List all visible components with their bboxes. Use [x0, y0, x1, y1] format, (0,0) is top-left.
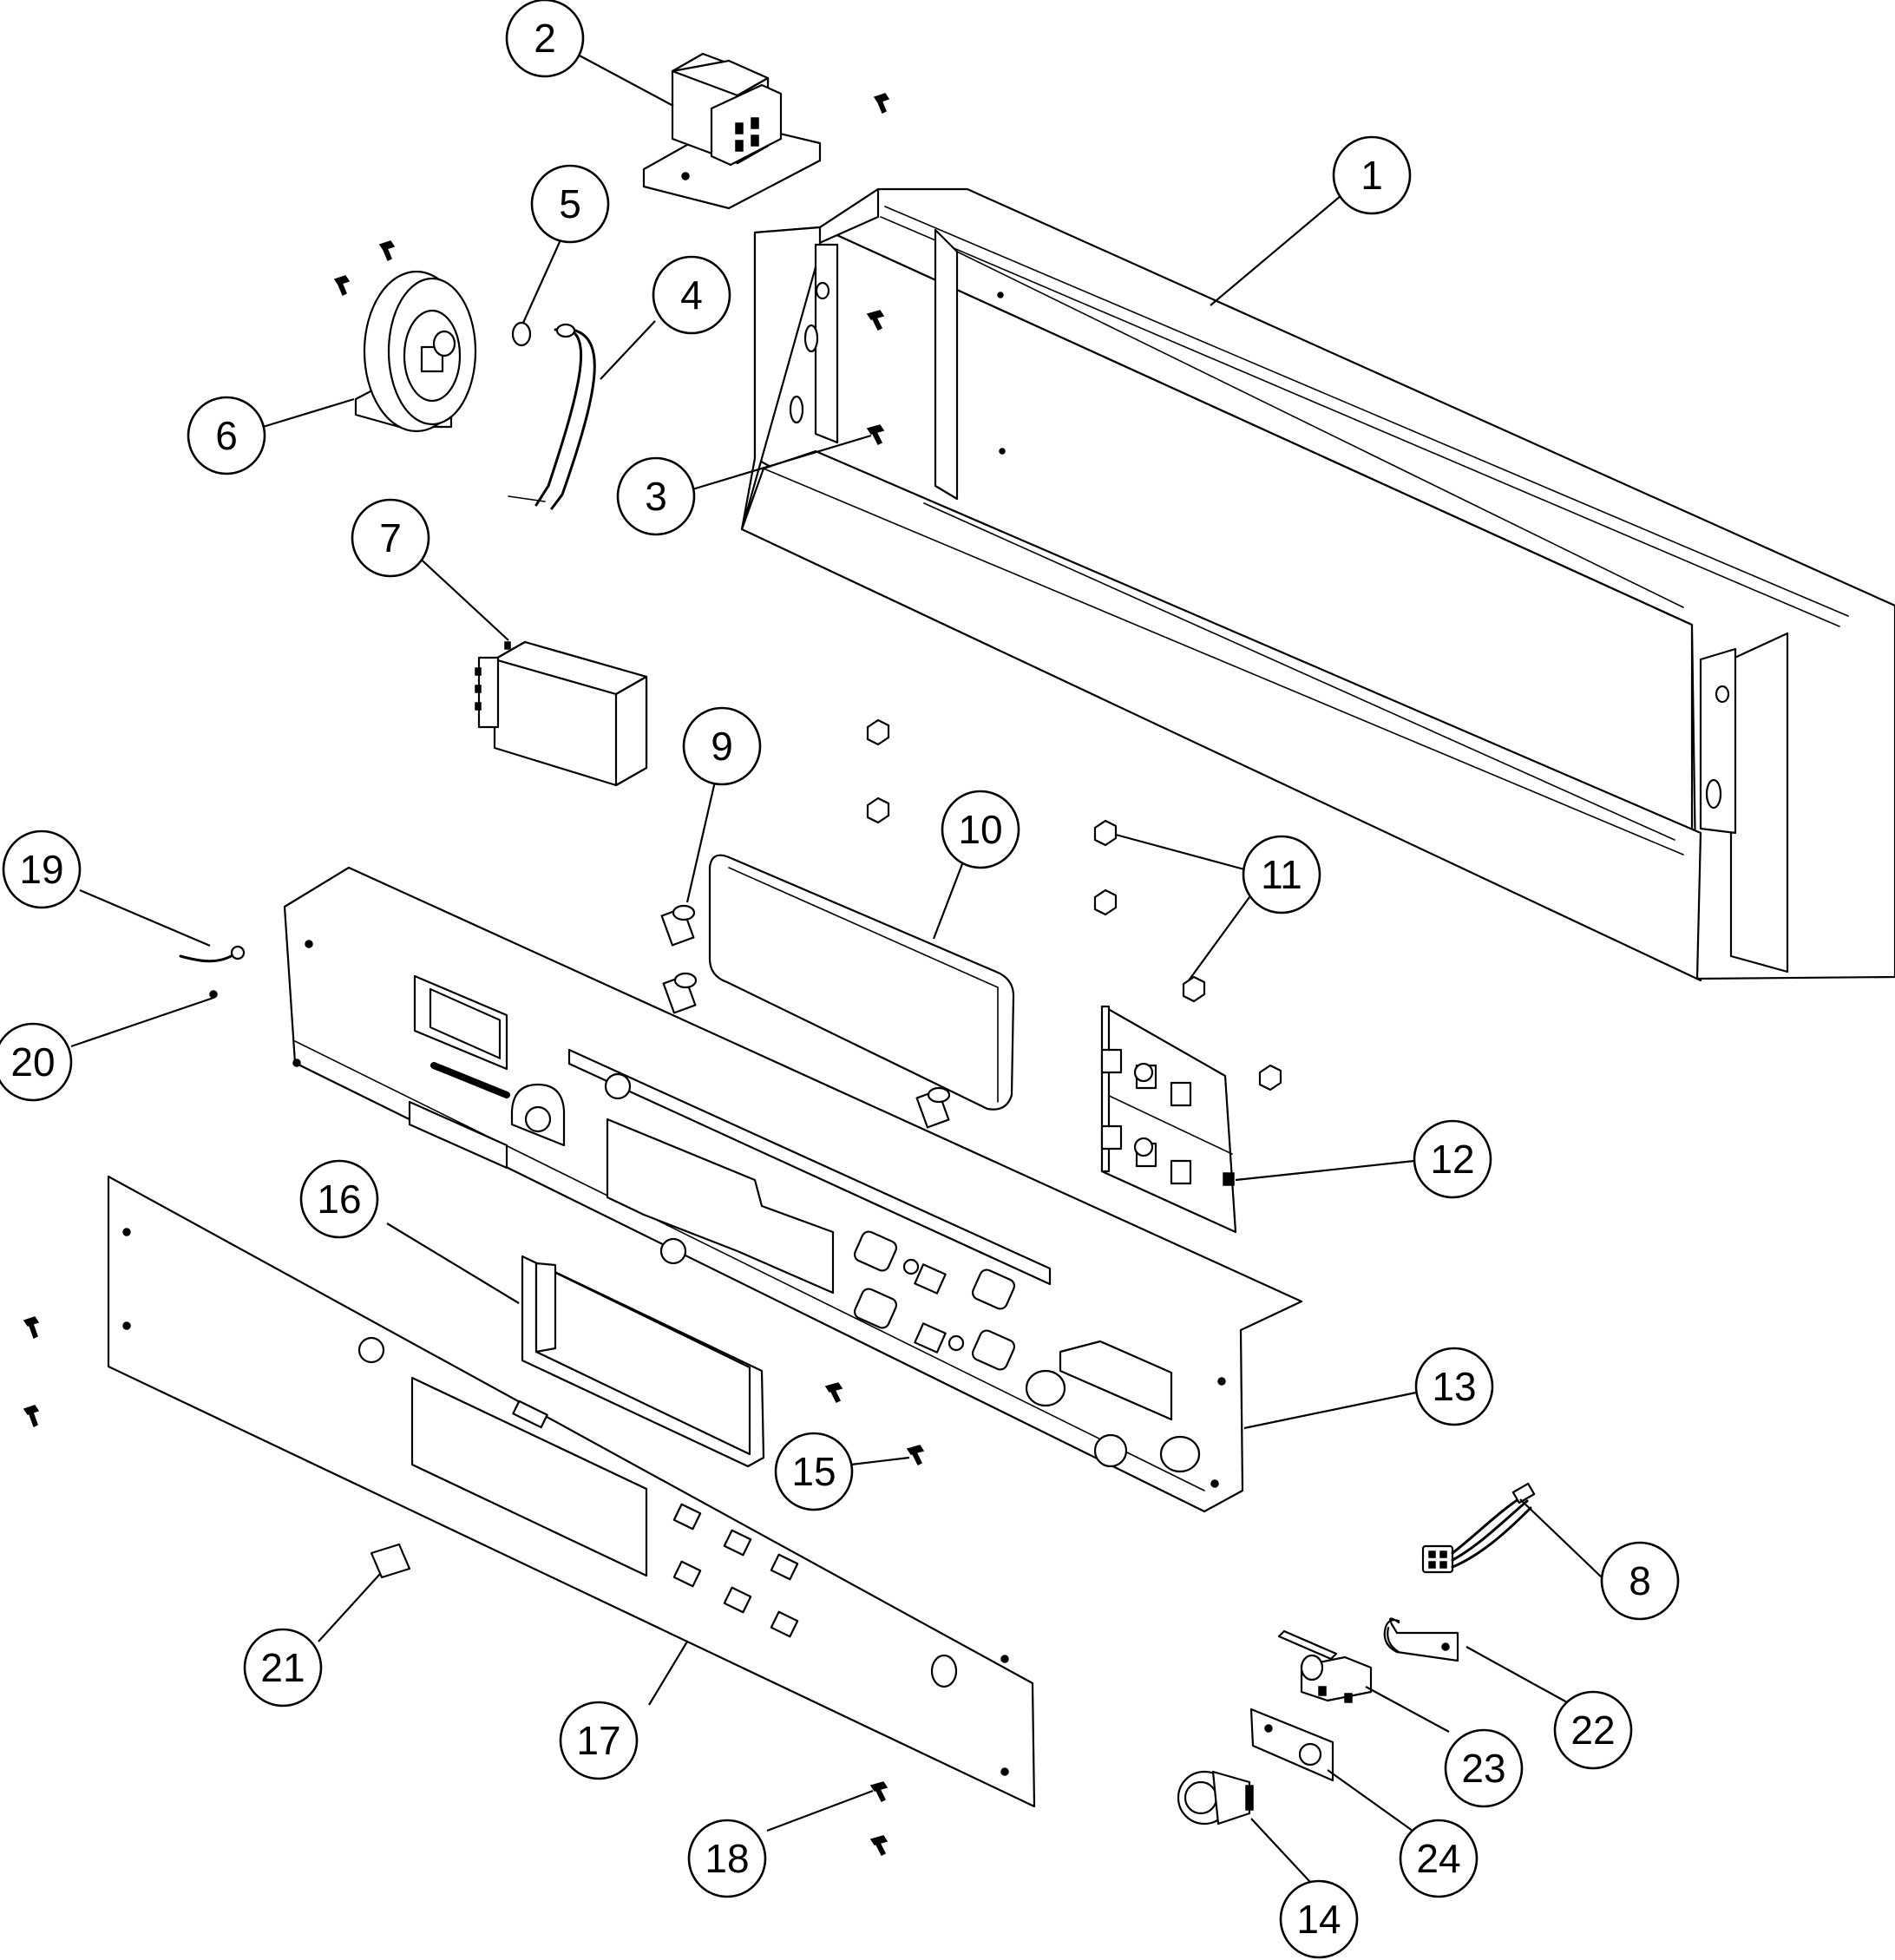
- callout-10: 10: [941, 790, 1020, 869]
- part-nuts: [866, 718, 1282, 1091]
- callout-20: 20: [0, 1022, 73, 1102]
- screw-icon: [23, 1316, 40, 1340]
- callout-7: 7: [351, 498, 430, 578]
- svg-text:15: 15: [791, 1449, 836, 1494]
- callout-12: 12: [1413, 1119, 1492, 1199]
- part-relay: [475, 640, 648, 787]
- callout-6: 6: [187, 396, 266, 475]
- callout-11: 11: [1242, 835, 1321, 914]
- callout-14: 14: [1279, 1879, 1359, 1959]
- part-switch-assembly: [1100, 1005, 1237, 1234]
- part-screws: [23, 93, 925, 1857]
- svg-text:7: 7: [379, 515, 402, 560]
- screw-icon: [333, 275, 351, 297]
- callout-18: 18: [687, 1819, 767, 1898]
- callout-21: 21: [243, 1628, 323, 1708]
- part-wire-harness: [1421, 1482, 1536, 1574]
- callout-13: 13: [1414, 1347, 1494, 1426]
- svg-text:24: 24: [1416, 1836, 1460, 1881]
- svg-text:22: 22: [1570, 1708, 1615, 1753]
- svg-text:14: 14: [1296, 1897, 1341, 1942]
- part-ground-wire: [179, 945, 246, 999]
- svg-text:5: 5: [559, 181, 581, 226]
- callout-1: 1: [1332, 135, 1412, 215]
- svg-text:10: 10: [958, 807, 1002, 852]
- part-hose: [508, 323, 596, 510]
- part-clip: [370, 1543, 411, 1579]
- screw-icon: [873, 93, 890, 115]
- callout-23: 23: [1444, 1728, 1524, 1808]
- svg-text:4: 4: [680, 272, 703, 318]
- callout-4: 4: [652, 255, 731, 335]
- callout-8: 8: [1600, 1541, 1680, 1621]
- part-door-latch: [1383, 1617, 1459, 1662]
- part-microswitch: [1277, 1629, 1373, 1703]
- callout-22: 22: [1553, 1690, 1633, 1770]
- screw-icon: [23, 1405, 40, 1428]
- callout-9: 9: [682, 706, 762, 786]
- svg-text:18: 18: [705, 1836, 749, 1881]
- callout-3: 3: [616, 456, 696, 536]
- callout-15: 15: [774, 1432, 854, 1511]
- leader-lines: [70, 53, 1603, 1894]
- screw-icon: [824, 1382, 843, 1404]
- svg-text:17: 17: [576, 1718, 620, 1763]
- callout-17: 17: [559, 1701, 639, 1780]
- part-console-housing: [740, 187, 1895, 982]
- svg-text:1: 1: [1361, 153, 1383, 198]
- screw-icon: [906, 1445, 925, 1466]
- callout-2: 2: [505, 0, 585, 78]
- part-front-panel: [107, 1175, 1036, 1808]
- callout-16: 16: [299, 1159, 379, 1239]
- svg-text:21: 21: [260, 1645, 305, 1690]
- svg-text:23: 23: [1461, 1746, 1505, 1791]
- part-display-window: [521, 1255, 765, 1468]
- callout-24: 24: [1399, 1819, 1479, 1898]
- part-pressure-switch: [354, 270, 477, 433]
- screw-icon: [869, 1781, 888, 1803]
- callout-19: 19: [2, 829, 82, 909]
- svg-text:13: 13: [1432, 1364, 1476, 1409]
- screw-icon: [869, 1835, 888, 1857]
- part-switch-bracket: [1249, 1708, 1334, 1782]
- svg-text:3: 3: [645, 474, 667, 519]
- svg-text:19: 19: [19, 847, 63, 892]
- part-clamp: [511, 321, 532, 347]
- svg-text:2: 2: [534, 16, 556, 61]
- callouts: 1 2 3 4 5 6 7 8 9 10 11 12 13 14 15 16 1…: [0, 0, 1680, 1959]
- svg-text:16: 16: [317, 1177, 361, 1222]
- part-transformer: [642, 52, 822, 210]
- svg-text:20: 20: [10, 1039, 55, 1085]
- svg-text:9: 9: [711, 724, 733, 769]
- svg-text:12: 12: [1430, 1137, 1474, 1182]
- part-push-button: [1177, 1770, 1254, 1826]
- screw-icon: [866, 310, 885, 331]
- svg-text:11: 11: [1261, 852, 1302, 897]
- callout-5: 5: [530, 164, 610, 244]
- part-inner-panel: [283, 866, 1303, 1513]
- svg-text:6: 6: [215, 413, 238, 458]
- screw-icon: [378, 240, 396, 262]
- svg-text:8: 8: [1629, 1558, 1651, 1603]
- screw-icon: [866, 424, 885, 446]
- part-control-board: [708, 854, 1015, 1111]
